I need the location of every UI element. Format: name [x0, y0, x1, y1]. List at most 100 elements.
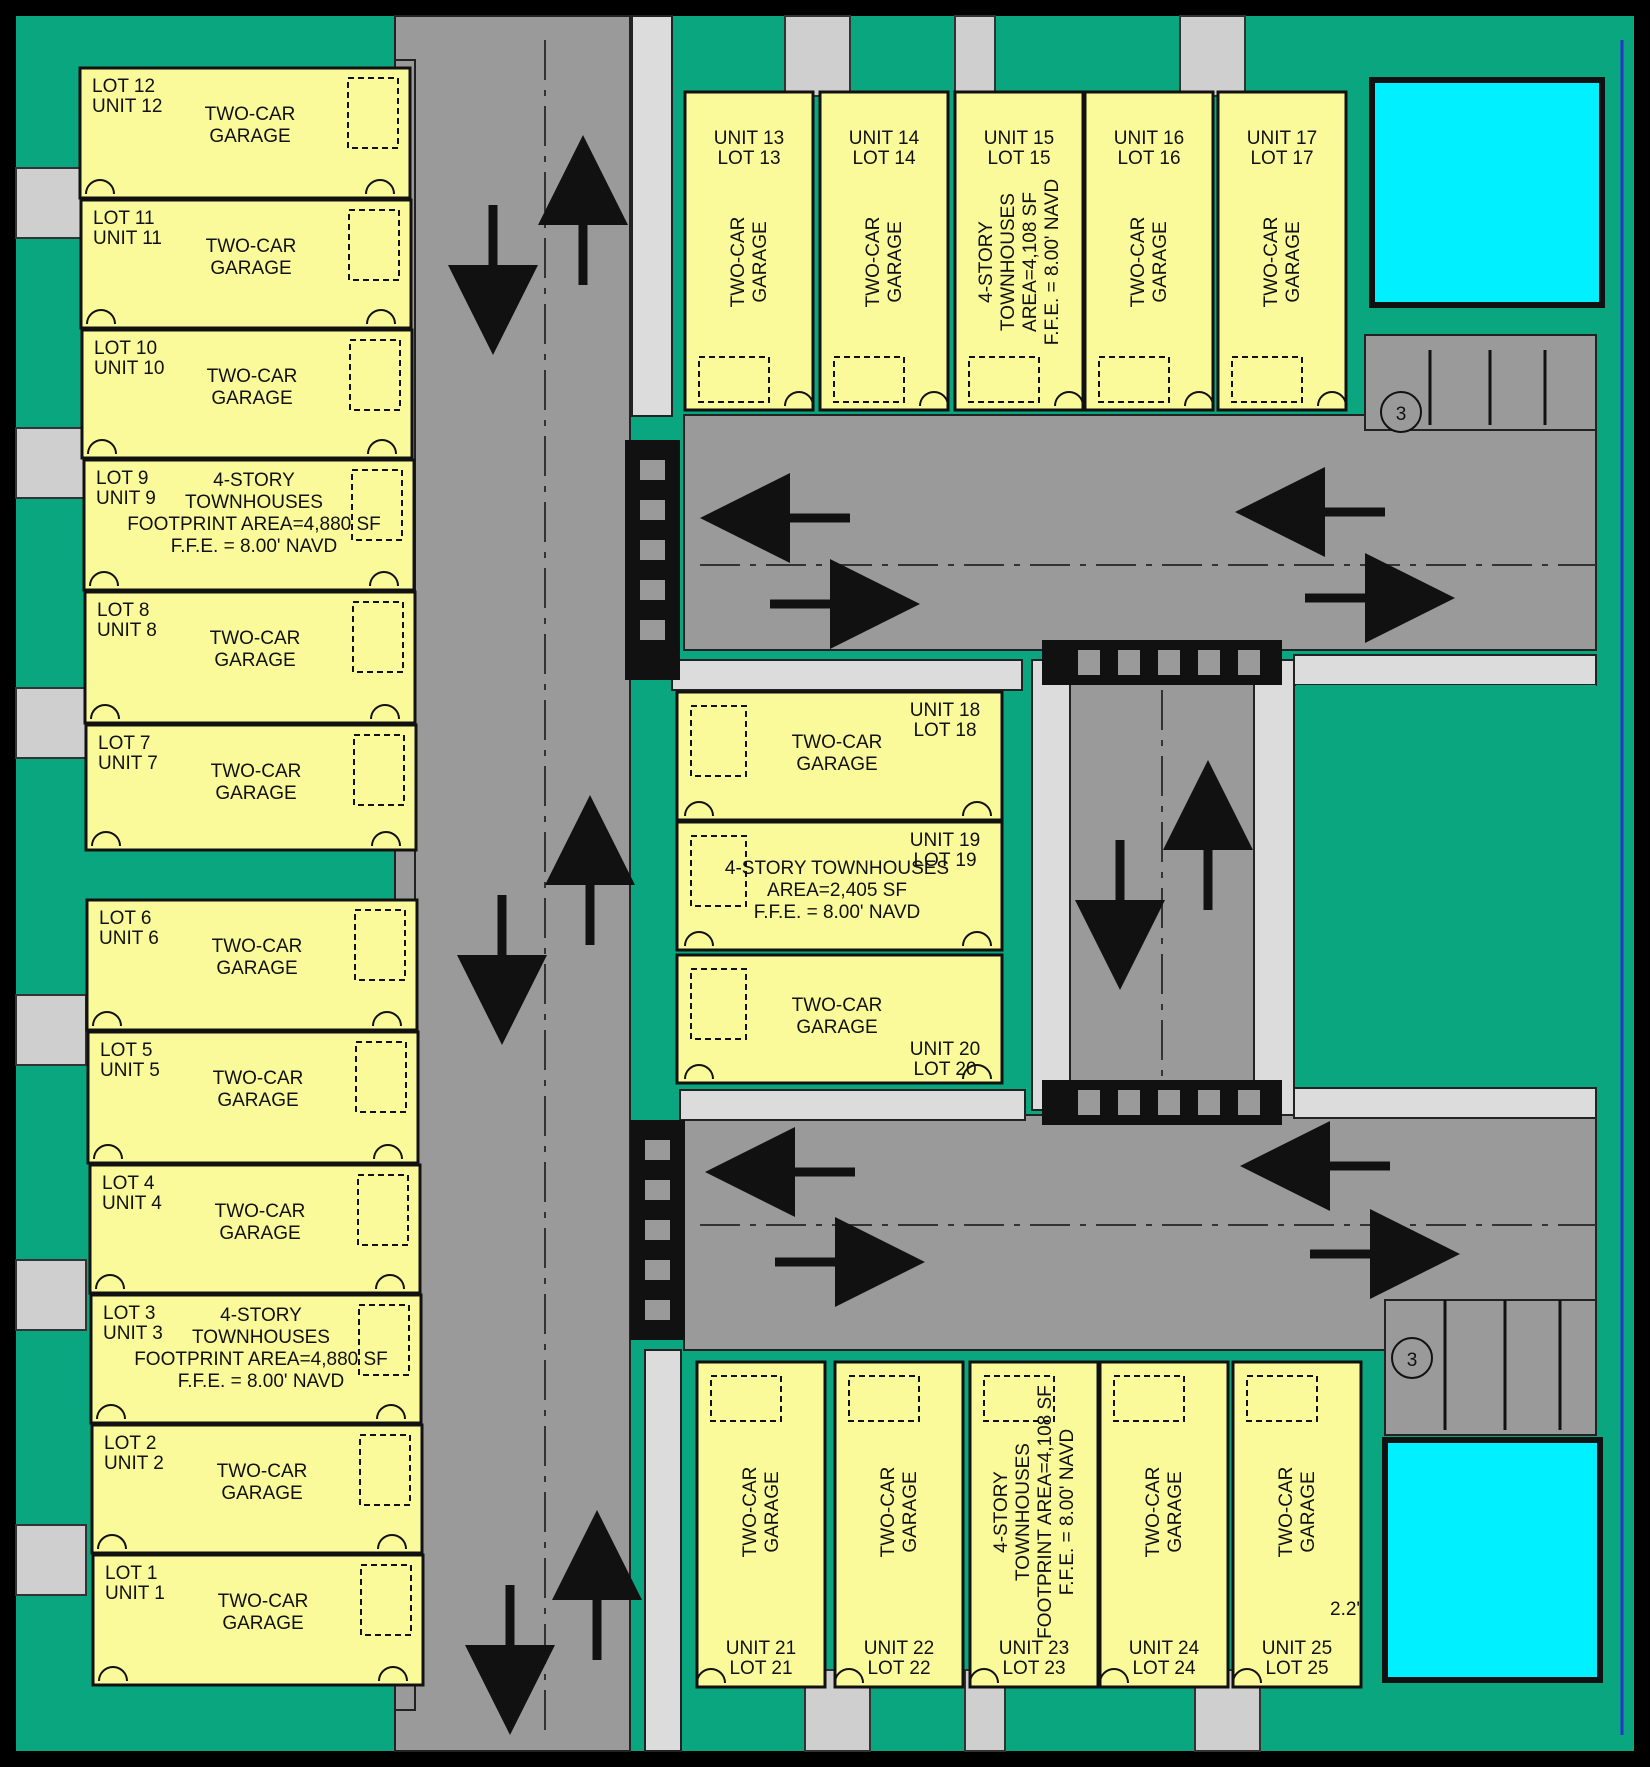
door-swing-icon — [1317, 391, 1347, 407]
door-swing-icon — [96, 1404, 126, 1420]
parking-space-outline — [359, 1434, 411, 1506]
unit-note-line: 4-STORY TOWNHOUSES — [725, 858, 949, 879]
door-swing-icon — [1184, 391, 1214, 407]
unit-label: UNIT 1 — [105, 1583, 165, 1604]
unit-note-line: TWO-CAR — [213, 1068, 304, 1089]
unit-label: UNIT 2 — [104, 1453, 164, 1474]
unit-label: UNIT 21 — [726, 1638, 796, 1659]
door-swing-icon — [1232, 1668, 1262, 1684]
parking-space-outline — [358, 1304, 410, 1376]
unit-label: UNIT 16 — [1114, 128, 1184, 149]
lot-label: LOT 18 — [913, 720, 976, 741]
sidewalk-center-east — [1031, 659, 1071, 1111]
parking-space-outline — [347, 77, 399, 149]
door-swing-icon — [962, 801, 992, 817]
door-swing-icon — [962, 1064, 992, 1080]
unit-note-line: GARAGE — [750, 221, 771, 302]
door-swing-icon — [375, 1274, 405, 1290]
unit-note-line: F.F.E. = 8.00' NAVD — [1042, 179, 1063, 345]
door-swing-icon — [784, 391, 814, 407]
unit-label: UNIT 4 — [102, 1193, 162, 1214]
unit-label: UNIT 14 — [849, 128, 920, 149]
door-swing-icon — [376, 1404, 406, 1420]
unit-note-line: TWO-CAR — [218, 1591, 309, 1612]
unit-note-line: F.F.E. = 8.00' NAVD — [1057, 1429, 1078, 1595]
door-swing-icon — [1054, 391, 1084, 407]
unit-note-line: GARAGE — [1298, 1471, 1319, 1552]
door-swing-icon — [92, 1011, 122, 1027]
unit-note-line: GARAGE — [1283, 221, 1304, 302]
parking-space-outline — [351, 469, 403, 541]
unit-label: UNIT 12 — [92, 96, 162, 117]
unit-label: UNIT 11 — [93, 228, 162, 249]
unit-note-line: AREA=4,108 SF — [1020, 192, 1041, 332]
lot-label: LOT 11 — [93, 208, 155, 229]
unit-footprint — [91, 1553, 425, 1687]
unit-footprint — [80, 328, 414, 460]
door-swing-icon — [87, 439, 117, 455]
dimension-note: 2.2' — [1330, 1599, 1360, 1620]
door-swing-icon — [98, 1666, 128, 1682]
unit-note-line: GARAGE — [219, 1223, 300, 1244]
unit-note-line: TWO-CAR — [1143, 1467, 1164, 1558]
unit-label: UNIT 13 — [714, 128, 784, 149]
lot-label: LOT 4 — [102, 1173, 155, 1194]
unit-footprint — [86, 1030, 420, 1165]
unit-note-line: GARAGE — [796, 1017, 877, 1038]
door-swing-icon — [86, 309, 116, 325]
door-swing-icon — [373, 1144, 403, 1160]
door-swing-icon — [684, 801, 714, 817]
unit-footprint — [1098, 1360, 1230, 1689]
unit-note-line: GARAGE — [210, 258, 291, 279]
door-swing-icon — [85, 179, 115, 195]
unit-note-line: TOWNHOUSES — [998, 193, 1019, 331]
parking-space-outline — [968, 356, 1040, 403]
traffic-arrows — [448, 135, 1460, 1735]
unit-note-line: TWO-CAR — [863, 217, 884, 308]
door-swing-icon — [365, 179, 395, 195]
lot-label: LOT 3 — [103, 1303, 155, 1324]
unit-footprint — [85, 898, 419, 1032]
unit-footprint — [675, 690, 1004, 822]
unit-note-line: F.F.E. = 8.00' NAVD — [178, 1371, 344, 1392]
unit-footprint — [695, 1360, 827, 1689]
unit-footprint — [78, 66, 412, 200]
lot-label: LOT 20 — [913, 1059, 976, 1080]
unit-label: UNIT 6 — [99, 928, 159, 949]
unit-note-line: GARAGE — [762, 1471, 783, 1552]
lot-label: LOT 13 — [717, 148, 780, 169]
unit-note-line: FOOTPRINT AREA=4,880 SF — [127, 514, 381, 535]
parking-space-outline — [357, 1174, 409, 1246]
unit-note-line: TWO-CAR — [212, 936, 303, 957]
door-swing-icon — [97, 1534, 127, 1550]
detention-pond-north — [1369, 77, 1605, 308]
unit-note-line: TWO-CAR — [211, 761, 302, 782]
sidewalk-main-east-north — [631, 15, 673, 417]
main-drive — [394, 15, 631, 1752]
unit-label: UNIT 9 — [96, 488, 156, 509]
unit-label: UNIT 10 — [94, 358, 164, 379]
parking-space-outline — [360, 1564, 412, 1636]
sidewalk-loop-east — [1253, 659, 1295, 1116]
parking-space-outline — [1113, 1375, 1185, 1422]
door-swing-icon — [89, 571, 119, 587]
sidewalks — [631, 15, 1597, 1752]
parking-space-outline — [983, 1375, 1055, 1422]
unit-footprint — [833, 1360, 965, 1689]
unit-note-line: TWO-CAR — [206, 236, 297, 257]
unit-footprint — [1231, 1360, 1363, 1689]
